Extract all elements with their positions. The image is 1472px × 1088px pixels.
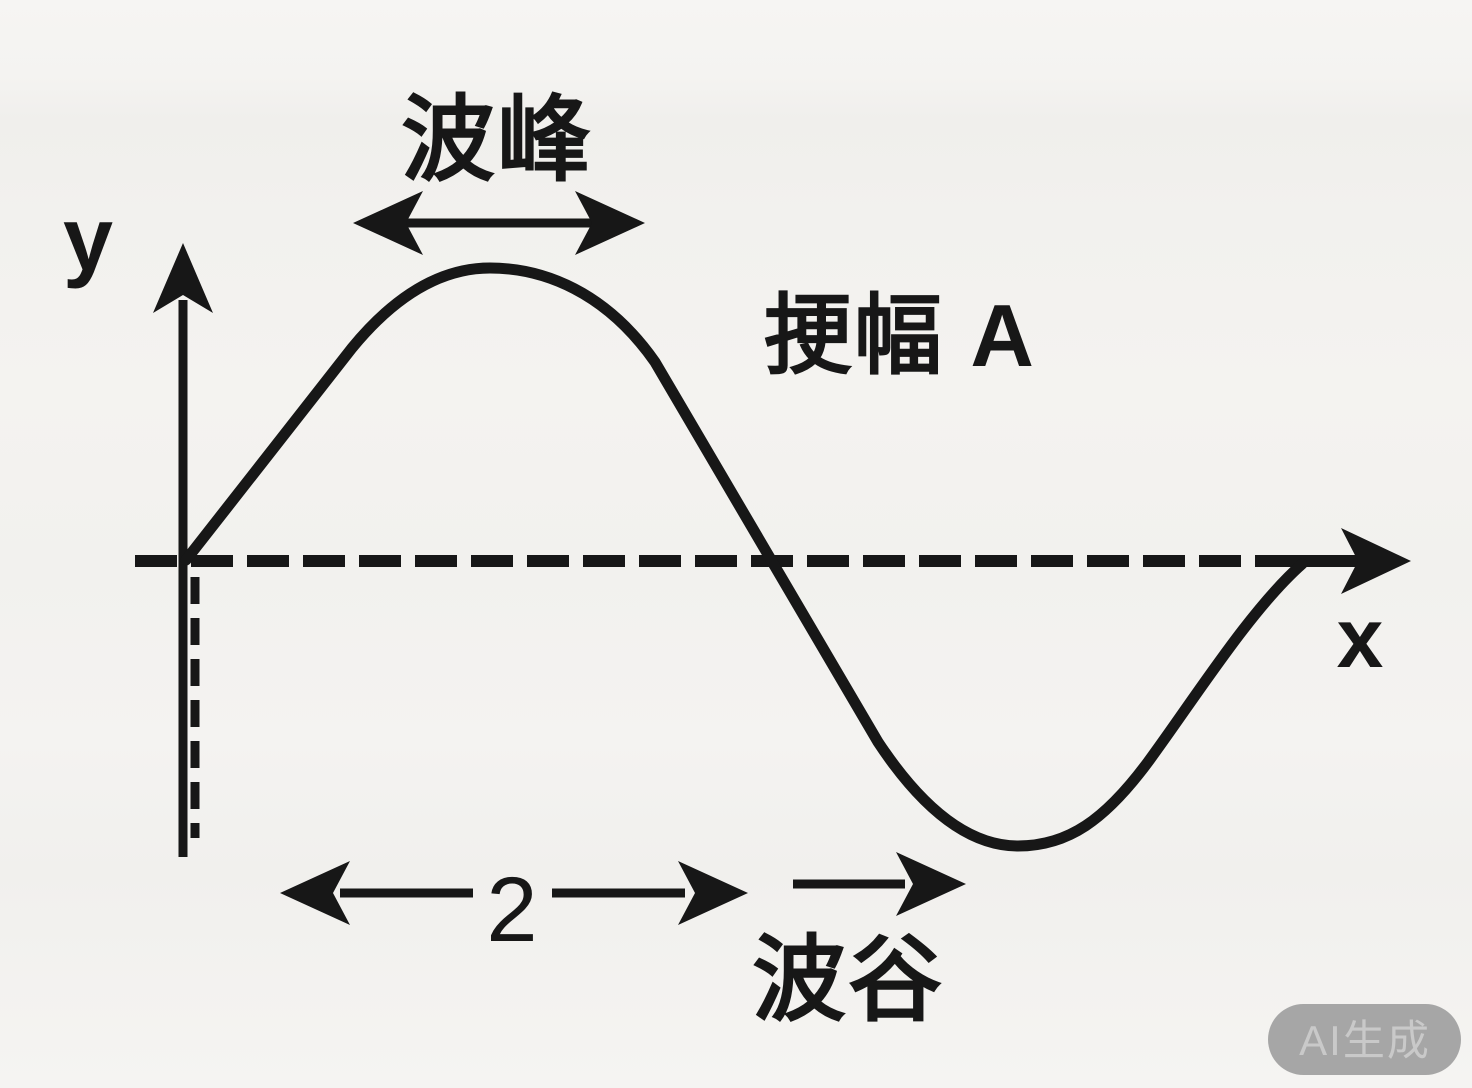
wavelength-left-arrow: [280, 861, 473, 925]
watermark-pill: [1268, 1004, 1461, 1075]
x-axis-arrowhead-icon: [1341, 528, 1411, 594]
right-arrowhead-icon: [896, 852, 966, 916]
right-arrowhead-icon: [575, 191, 645, 255]
ai-watermark: AI生成: [1268, 1004, 1461, 1075]
amplitude-label: 挭幅 A: [764, 286, 1036, 385]
trough-direction-arrow: [793, 852, 966, 916]
y-axis-arrowhead-icon: [153, 243, 213, 313]
y-axis-label: y: [63, 190, 113, 290]
left-arrowhead-icon: [280, 861, 350, 925]
wave-curve: [180, 262, 1308, 852]
wavelength-right-arrow: [552, 861, 748, 925]
right-arrowhead-icon: [678, 861, 748, 925]
y-axis: [153, 243, 213, 857]
watermark-label: AI生成: [1299, 1017, 1431, 1064]
left-arrowhead-icon: [353, 191, 423, 255]
crest-label: 波峰: [401, 87, 593, 192]
x-axis-label: x: [1337, 591, 1384, 685]
wavelength-value: 2: [486, 859, 537, 961]
crest-span-arrow: [353, 191, 645, 255]
trough-label: 波谷: [752, 927, 944, 1032]
